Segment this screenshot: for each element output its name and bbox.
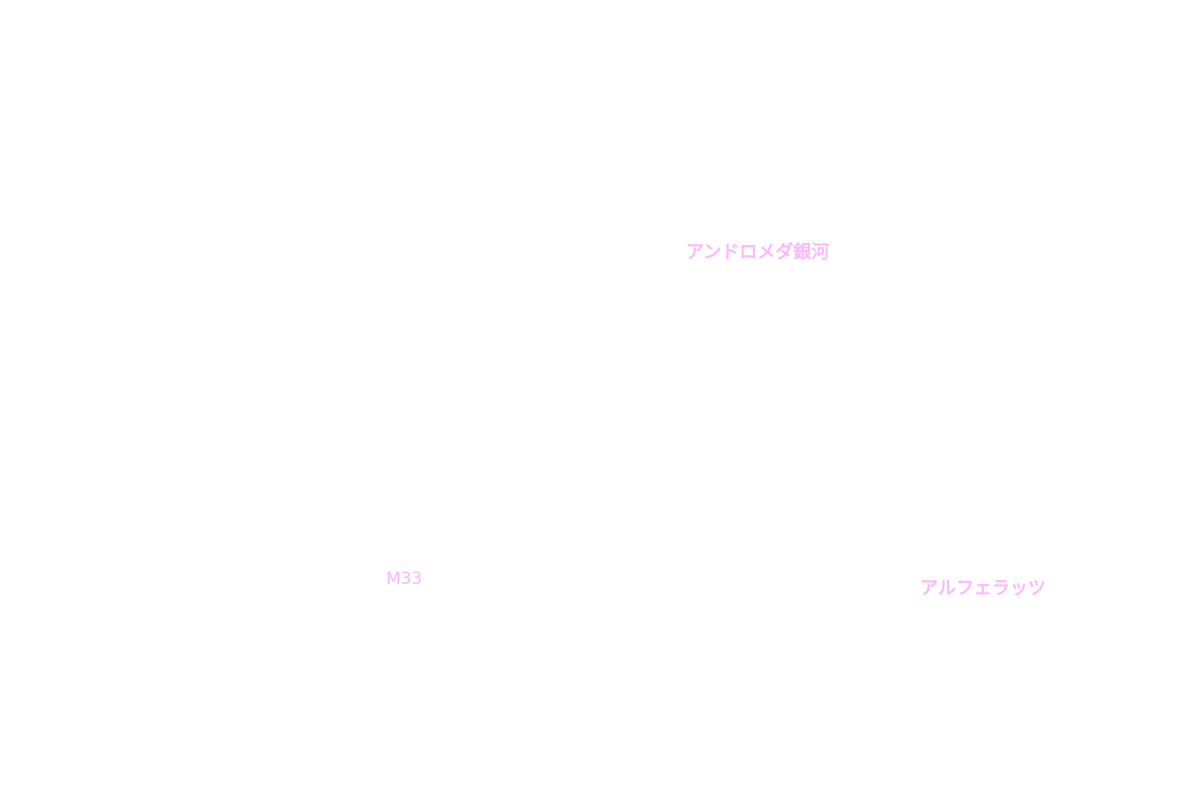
- andromeda-galaxy-label: アンドロメダ銀河: [686, 242, 830, 263]
- alpheratz-label: アルフェラッツ: [920, 578, 1046, 599]
- m33-label: M33: [386, 569, 423, 589]
